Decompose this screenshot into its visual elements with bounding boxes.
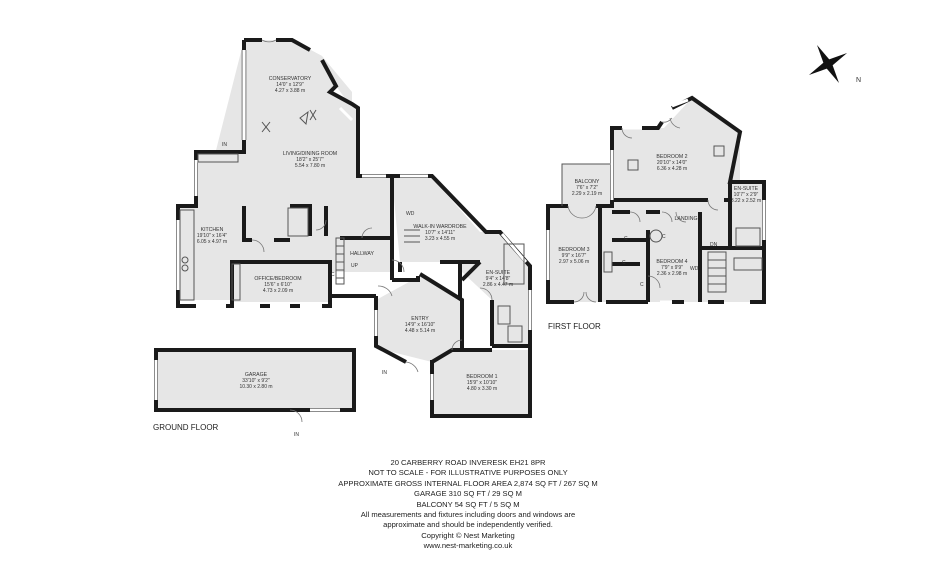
wardrobe-name: WALK-IN WARDROBE bbox=[413, 224, 467, 230]
disclaimer-line-1: All measurements and fixtures including … bbox=[360, 510, 576, 520]
conservatory-metric: 4.27 x 3.88 m bbox=[275, 88, 305, 94]
website: www.nest-marketing.co.uk bbox=[423, 541, 513, 551]
office-metric: 4.73 x 2.09 m bbox=[263, 288, 293, 294]
conservatory-imperial: 14'0" x 12'9" bbox=[276, 82, 304, 88]
ground-floor-plan: CONSERVATORY 14'0" x 12'9" 4.27 x 3.88 m… bbox=[153, 38, 532, 438]
landing-cupboard-marker-2: C bbox=[622, 260, 626, 266]
office-imperial: 15'6" x 6'10" bbox=[264, 282, 292, 288]
wardrobe-metric: 3.23 x 4.55 m bbox=[425, 236, 455, 242]
bedroom2-imperial: 20'10" x 14'0" bbox=[657, 160, 687, 166]
compass-rose bbox=[808, 44, 848, 84]
entry-name: ENTRY bbox=[411, 316, 429, 322]
kitchen-imperial: 19'10" x 16'4" bbox=[197, 233, 227, 239]
bedroom2-name: BEDROOM 2 bbox=[656, 154, 687, 160]
kitchen-in-marker: IN bbox=[222, 142, 227, 148]
conservatory-name: CONSERVATORY bbox=[269, 76, 312, 82]
living-name: LIVING/DINING ROOM bbox=[283, 151, 337, 157]
bedroom3-metric: 2.97 x 5.06 m bbox=[559, 259, 589, 265]
entry-in-marker: IN bbox=[382, 370, 387, 376]
balcony-metric: 2.29 x 2.19 m bbox=[572, 191, 602, 197]
ensuite-first-name: EN-SUITE bbox=[734, 186, 759, 192]
balcony-name: BALCONY bbox=[575, 179, 600, 185]
floor-area: APPROXIMATE GROSS INTERNAL FLOOR AREA 2,… bbox=[338, 478, 598, 488]
bedroom3-name: BEDROOM 3 bbox=[558, 247, 589, 253]
bedroom4-imperial: 7'9" x 9'9" bbox=[661, 265, 683, 271]
disclaimer-line-2: approximate and should be independently … bbox=[383, 520, 553, 530]
living-metric: 5.54 x 7.80 m bbox=[295, 163, 325, 169]
ensuite-first-imperial: 10'7" x 2'9" bbox=[734, 192, 759, 198]
bedroom1-imperial: 15'9" x 10'10" bbox=[467, 380, 497, 386]
bedroom1-name: BEDROOM 1 bbox=[466, 374, 497, 380]
garage-area: GARAGE 310 SQ FT / 29 SQ M bbox=[414, 489, 522, 499]
landing-cupboard-marker-3: C bbox=[662, 234, 666, 240]
wardrobe-wd-marker: WD bbox=[406, 211, 415, 217]
bedroom1-metric: 4.80 x 3.30 m bbox=[467, 386, 497, 392]
balcony-imperial: 7'6" x 7'2" bbox=[576, 185, 598, 191]
garage-metric: 10.30 x 2.80 m bbox=[239, 384, 272, 390]
ensuite-ground-imperial: 9'4" x 14'8" bbox=[486, 276, 511, 282]
first-floor-label: FIRST FLOOR bbox=[548, 322, 601, 331]
scale-note: NOT TO SCALE - FOR ILLUSTRATIVE PURPOSES… bbox=[368, 468, 568, 478]
landing-dn-marker: DN bbox=[710, 242, 718, 248]
ensuite-ground-name: EN-SUITE bbox=[486, 270, 511, 276]
ensuite-first-metric: 3.22 x 2.52 m bbox=[731, 198, 761, 204]
first-floor-plan: BALCONY 7'6" x 7'2" 2.29 x 2.19 m BEDROO… bbox=[546, 95, 766, 331]
footer: 20 CARBERRY ROAD INVERESK EH21 8PR NOT T… bbox=[0, 458, 936, 552]
bedroom4-wd-marker: WD bbox=[690, 266, 699, 272]
ensuite-ground-metric: 2.86 x 4.47 m bbox=[483, 282, 513, 288]
compass-north-label: N bbox=[856, 77, 861, 84]
entry-imperial: 14'9" x 16'10" bbox=[405, 322, 435, 328]
landing-cupboard-marker-1: C bbox=[624, 236, 628, 242]
ground-floor-label: GROUND FLOOR bbox=[153, 423, 219, 432]
kitchen-name: KITCHEN bbox=[201, 227, 224, 233]
hallway-cupboard-marker: C bbox=[331, 272, 335, 278]
bedroom2-metric: 6.36 x 4.28 m bbox=[657, 166, 687, 172]
garage-imperial: 33'10" x 9'2" bbox=[242, 378, 270, 384]
landing-name: LANDING bbox=[674, 216, 697, 222]
copyright: Copyright © Nest Marketing bbox=[421, 530, 515, 540]
bedroom4-name: BEDROOM 4 bbox=[656, 259, 687, 265]
hallway-up-marker: UP bbox=[351, 263, 359, 269]
address: 20 CARBERRY ROAD INVERESK EH21 8PR bbox=[390, 458, 546, 467]
garage-name: GARAGE bbox=[245, 372, 268, 378]
kitchen-metric: 6.05 x 4.97 m bbox=[197, 239, 227, 245]
hallway-name: HALLWAY bbox=[350, 251, 374, 257]
bedroom3-imperial: 9'9" x 16'7" bbox=[562, 253, 587, 259]
wardrobe-imperial: 10'7" x 14'11" bbox=[425, 230, 455, 236]
entry-metric: 4.48 x 5.14 m bbox=[405, 328, 435, 334]
balcony-area: BALCONY 54 SQ FT / 5 SQ M bbox=[416, 499, 520, 509]
bedroom4-cupboard-marker: C bbox=[640, 282, 644, 288]
garage-in-marker: IN bbox=[294, 432, 299, 438]
bedroom4-metric: 2.36 x 2.98 m bbox=[657, 271, 687, 277]
office-name: OFFICE/BEDROOM bbox=[254, 276, 301, 282]
living-imperial: 18'2" x 25'7" bbox=[296, 157, 324, 163]
